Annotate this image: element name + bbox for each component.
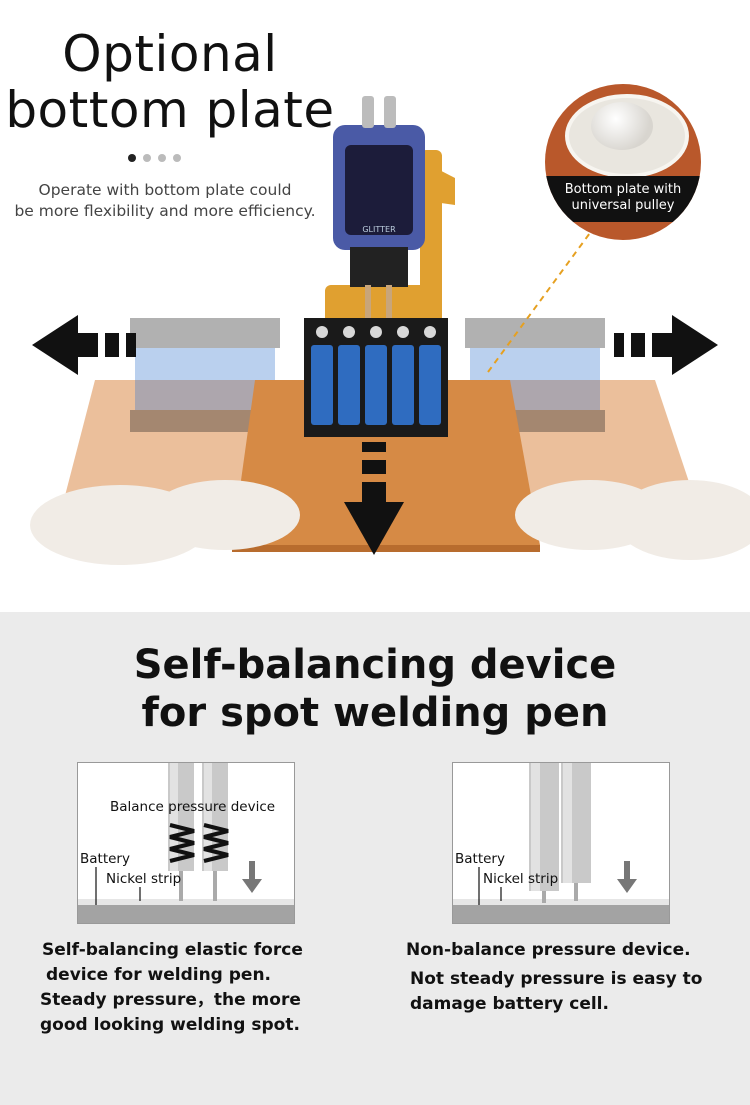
nonbalanced-caption-line-1: Non-balance pressure device. bbox=[406, 940, 691, 960]
arrow-down-icon bbox=[242, 861, 262, 893]
label-nickel-strip: Nickel strip bbox=[483, 871, 559, 887]
balanced-diagram-svg bbox=[78, 763, 294, 923]
hero-title-line-2: bottom plate bbox=[5, 81, 335, 139]
label-balance-pressure-device: Balance pressure device bbox=[110, 799, 276, 815]
balanced-diagram: Balance pressure device Battery Nickel s… bbox=[77, 762, 295, 924]
hero-title-line-1: Optional bbox=[62, 25, 278, 83]
callout-label: Bottom plate with universal pulley bbox=[545, 176, 701, 222]
battery-pack bbox=[304, 318, 448, 437]
balanced-caption-line-3: Steady pressure，the more bbox=[40, 990, 301, 1010]
nonbalanced-diagram-svg bbox=[453, 763, 669, 923]
pulley-callout: Bottom plate with universal pulley bbox=[545, 84, 701, 240]
arrow-left-icon bbox=[32, 315, 136, 375]
feature-heading-line-2: for spot welding pen bbox=[141, 690, 609, 736]
nonbalanced-caption-line-2: Not steady pressure is easy to bbox=[410, 969, 703, 989]
callout-label-line-2: universal pulley bbox=[571, 198, 675, 213]
arrow-down-icon bbox=[617, 861, 637, 893]
carousel-dot-3[interactable] bbox=[158, 154, 166, 162]
carousel-dot-2[interactable] bbox=[143, 154, 151, 162]
label-battery: Battery bbox=[80, 851, 130, 867]
hero-subtitle-line-1: Operate with bottom plate could bbox=[38, 181, 292, 199]
arrow-right-icon bbox=[614, 315, 718, 375]
feature-heading-line-1: Self-balancing device bbox=[133, 642, 617, 688]
product-scene: GLITTER bbox=[30, 96, 750, 565]
balanced-caption-line-1: Self-balancing elastic force bbox=[42, 940, 303, 960]
nonbalanced-caption-line-3: damage battery cell. bbox=[410, 994, 609, 1014]
spring-icon-left bbox=[169, 823, 195, 863]
feature-section: Self-balancing device for spot welding p… bbox=[0, 612, 750, 1105]
callout-label-line-1: Bottom plate with bbox=[564, 182, 682, 197]
pulley-ball-image bbox=[591, 102, 653, 150]
callout-leader-line bbox=[487, 221, 599, 373]
device-brand-text: GLITTER bbox=[362, 225, 396, 234]
carousel-dot-4[interactable] bbox=[173, 154, 181, 162]
hero-subtitle-line-2: be more flexibility and more efficiency. bbox=[14, 202, 316, 220]
welder-stand-base bbox=[325, 285, 435, 325]
balanced-caption-line-4: good looking welding spot. bbox=[40, 1015, 300, 1035]
arrow-down-icon bbox=[344, 442, 404, 555]
hands bbox=[30, 480, 750, 565]
carousel-dot-1[interactable] bbox=[128, 154, 136, 162]
hero-section: GLITTER bbox=[5, 25, 750, 565]
balanced-caption-line-2: device for welding pen. bbox=[46, 965, 272, 985]
spring-icon-right bbox=[203, 823, 229, 863]
carousel-dots bbox=[128, 154, 181, 162]
label-battery: Battery bbox=[455, 851, 505, 867]
label-nickel-strip: Nickel strip bbox=[106, 871, 182, 887]
nonbalanced-diagram: Battery Nickel strip bbox=[452, 762, 670, 924]
